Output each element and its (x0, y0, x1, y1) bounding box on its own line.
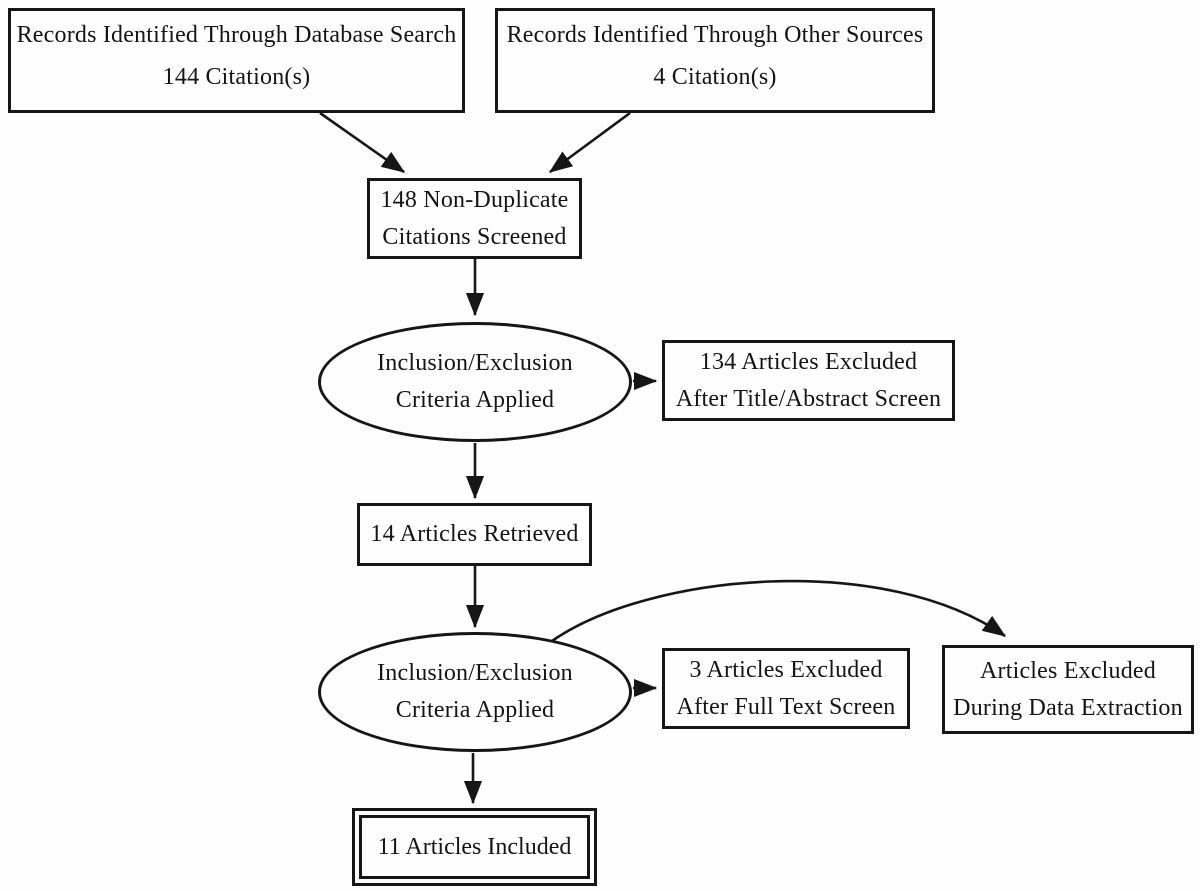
node-articles-included-inner: 11 Articles Included (359, 815, 590, 879)
node-label: 3 Articles Excluded (689, 656, 883, 683)
node-count-label: 144 Citation(s) (162, 64, 311, 90)
node-count-label: 4 Citation(s) (653, 64, 777, 90)
node-records-other-sources: Records Identified Through Other Sources… (495, 8, 935, 113)
arrow-othersources-to-screened (548, 111, 631, 174)
node-excluded-title-abstract: 134 Articles Excluded After Title/Abstra… (662, 340, 955, 421)
node-label: Records Identified Through Database Sear… (16, 22, 457, 48)
node-records-database-search: Records Identified Through Database Sear… (8, 8, 465, 113)
node-label: 134 Articles Excluded (699, 348, 918, 375)
node-label: After Full Text Screen (676, 693, 896, 720)
node-label: After Title/Abstract Screen (675, 385, 942, 412)
node-label: During Data Extraction (953, 694, 1183, 721)
node-excluded-full-text: 3 Articles Excluded After Full Text Scre… (662, 648, 910, 729)
node-criteria-applied-2: Inclusion/Exclusion Criteria Applied (318, 632, 632, 752)
node-label: Articles Excluded (979, 657, 1156, 684)
arrow-criteria2-to-dataextraction (551, 579, 1007, 643)
node-label: Inclusion/Exclusion (377, 660, 573, 686)
node-criteria-applied-1: Inclusion/Exclusion Criteria Applied (318, 322, 632, 442)
arrow-database-to-screened (319, 111, 406, 174)
node-articles-retrieved: 14 Articles Retrieved (357, 503, 592, 566)
node-articles-included: 11 Articles Included (352, 808, 597, 886)
node-nonduplicate-screened: 148 Non-Duplicate Citations Screened (367, 178, 582, 259)
node-label: Citations Screened (382, 223, 567, 250)
node-label: Criteria Applied (395, 387, 555, 413)
node-label: 148 Non-Duplicate (380, 186, 569, 213)
node-label: 14 Articles Retrieved (370, 521, 579, 547)
node-label: Records Identified Through Other Sources (506, 22, 924, 48)
node-label: Inclusion/Exclusion (377, 350, 573, 376)
node-excluded-data-extraction: Articles Excluded During Data Extraction (942, 645, 1194, 734)
node-label: 11 Articles Included (377, 834, 572, 860)
node-label: Criteria Applied (395, 697, 555, 723)
